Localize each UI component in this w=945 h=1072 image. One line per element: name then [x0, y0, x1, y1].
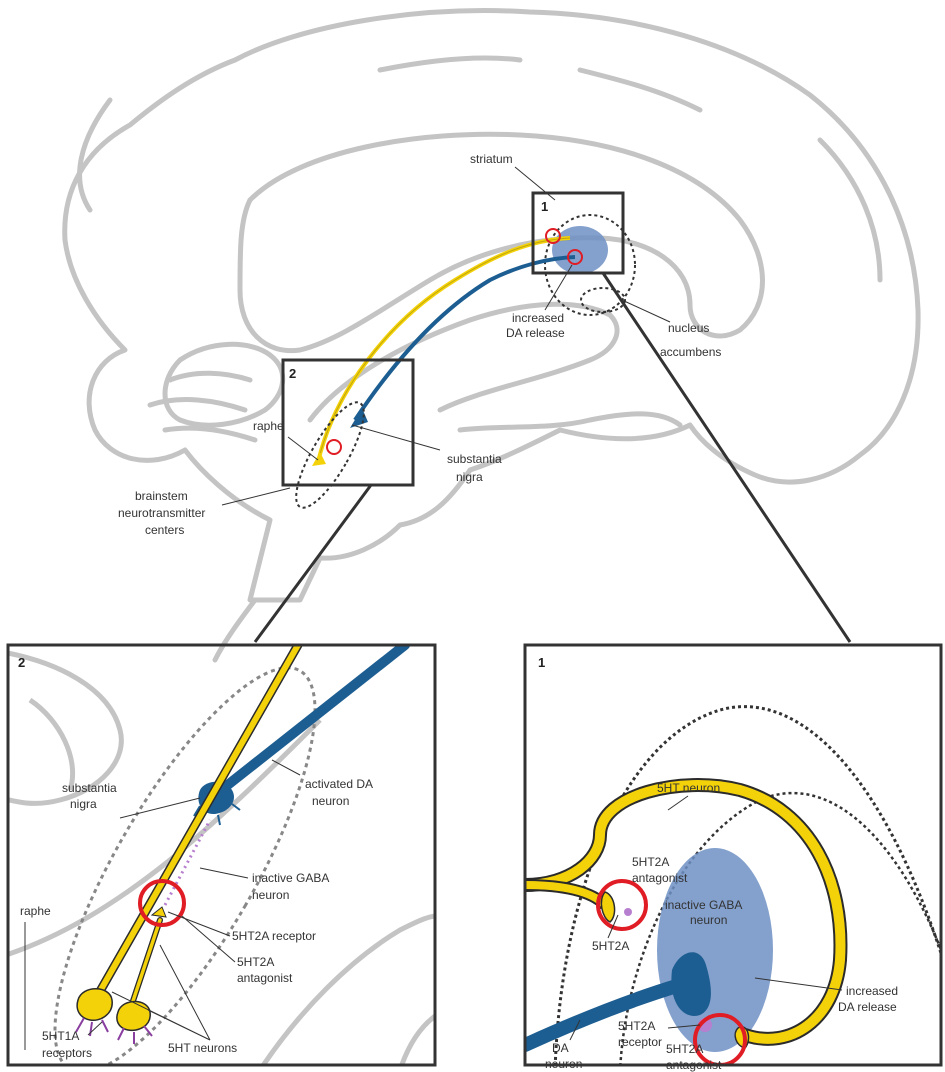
panel2-leader-receptor: [168, 912, 230, 936]
label-brainstem-3: centers: [145, 523, 184, 537]
panel2-leader-antag: [182, 916, 235, 962]
panel1-label-antag-bot-2: antagonist: [666, 1058, 722, 1072]
panel2-da-axon: [215, 645, 405, 795]
leader-sn: [352, 425, 440, 450]
panel2-label-receptor: 5HT2A receptor: [232, 929, 316, 943]
label-nucleus-1: nucleus: [668, 321, 709, 335]
panel1-label-da-2: neuron: [545, 1057, 582, 1071]
panel2-label-antag-2: antagonist: [237, 971, 293, 985]
panel1-label-da-1: DA: [552, 1041, 569, 1055]
panel2-label-sn-1: substantia: [62, 781, 117, 795]
panel2-label-gaba-2: neuron: [252, 888, 289, 902]
panel1-number: 1: [538, 655, 545, 670]
panel2-5ht-terminal: [152, 907, 166, 917]
label-raphe: raphe: [253, 419, 284, 433]
panel1-label-antag-top-1: 5HT2A: [632, 855, 669, 869]
panel-2: 2 substantia nigra activated DA neuron i…: [0, 636, 445, 1072]
panel2-label-antag-1: 5HT2A: [237, 955, 274, 969]
serotonin-soma-overview: [312, 452, 326, 466]
label-increased-2: DA release: [506, 326, 565, 340]
panel2-5ht-soma-1: [77, 989, 112, 1021]
panel2-number: 2: [18, 655, 25, 670]
panel2-brain-outline: [0, 650, 445, 1070]
leader-striatum: [515, 167, 555, 200]
panel2-label-5ht1a-2: receptors: [42, 1046, 92, 1060]
panel1-label-receptor-2: receptor: [618, 1035, 662, 1049]
label-brainstem-1: brainstem: [135, 489, 188, 503]
panel1-label-receptor-1: 5HT2A: [618, 1019, 655, 1033]
box2-number: 2: [289, 366, 296, 381]
panel1-label-increased-1: increased: [846, 984, 898, 998]
zoom-box-2: [283, 360, 413, 485]
panel2-label-activated-2: neuron: [312, 794, 349, 808]
box1-number: 1: [541, 199, 548, 214]
panel2-label-raphe: raphe: [20, 904, 51, 918]
panel1-gaba-receptor: [624, 908, 632, 916]
panel-1: 1 5HT neuron 5HT2A antagonist inactive G…: [525, 645, 945, 1072]
inhibition-circle-overview-2: [327, 440, 341, 454]
label-nucleus-2: accumbens: [660, 345, 721, 359]
label-sn-1: substantia: [447, 452, 502, 466]
panel1-leader-5ht-neuron: [668, 796, 688, 810]
panel2-leader-gaba: [200, 868, 248, 878]
label-brainstem-2: neurotransmitter: [118, 506, 205, 520]
panel2-label-gaba-1: inactive GABA: [252, 871, 329, 885]
brain-outline: [65, 11, 918, 660]
zoom-line-1: [603, 273, 850, 642]
panel2-leader-activated: [272, 760, 300, 775]
label-increased-1: increased: [512, 311, 564, 325]
panel2-leader-sn: [120, 798, 200, 818]
label-sn-2: nigra: [456, 470, 483, 484]
panel1-label-increased-2: DA release: [838, 1000, 897, 1014]
panel1-label-antag-top-2: antagonist: [632, 871, 688, 885]
panel2-label-sn-2: nigra: [70, 797, 97, 811]
panel2-label-5ht1a-1: 5HT1A: [42, 1029, 79, 1043]
panel1-label-5ht2a: 5HT2A: [592, 939, 629, 953]
panel1-label-gaba-2: neuron: [690, 913, 727, 927]
panel2-label-5ht-neurons: 5HT neurons: [168, 1041, 237, 1055]
zoom-line-2: [255, 485, 371, 642]
panel1-label-antag-bot-1: 5HT2A: [666, 1042, 703, 1056]
label-striatum: striatum: [470, 152, 513, 166]
panel1-label-gaba-1: inactive GABA: [665, 898, 742, 912]
panel1-label-5ht-neuron: 5HT neuron: [657, 781, 720, 795]
panel2-5ht-axon-fill: [95, 645, 298, 1000]
panel2-label-activated-1: activated DA: [305, 777, 373, 791]
